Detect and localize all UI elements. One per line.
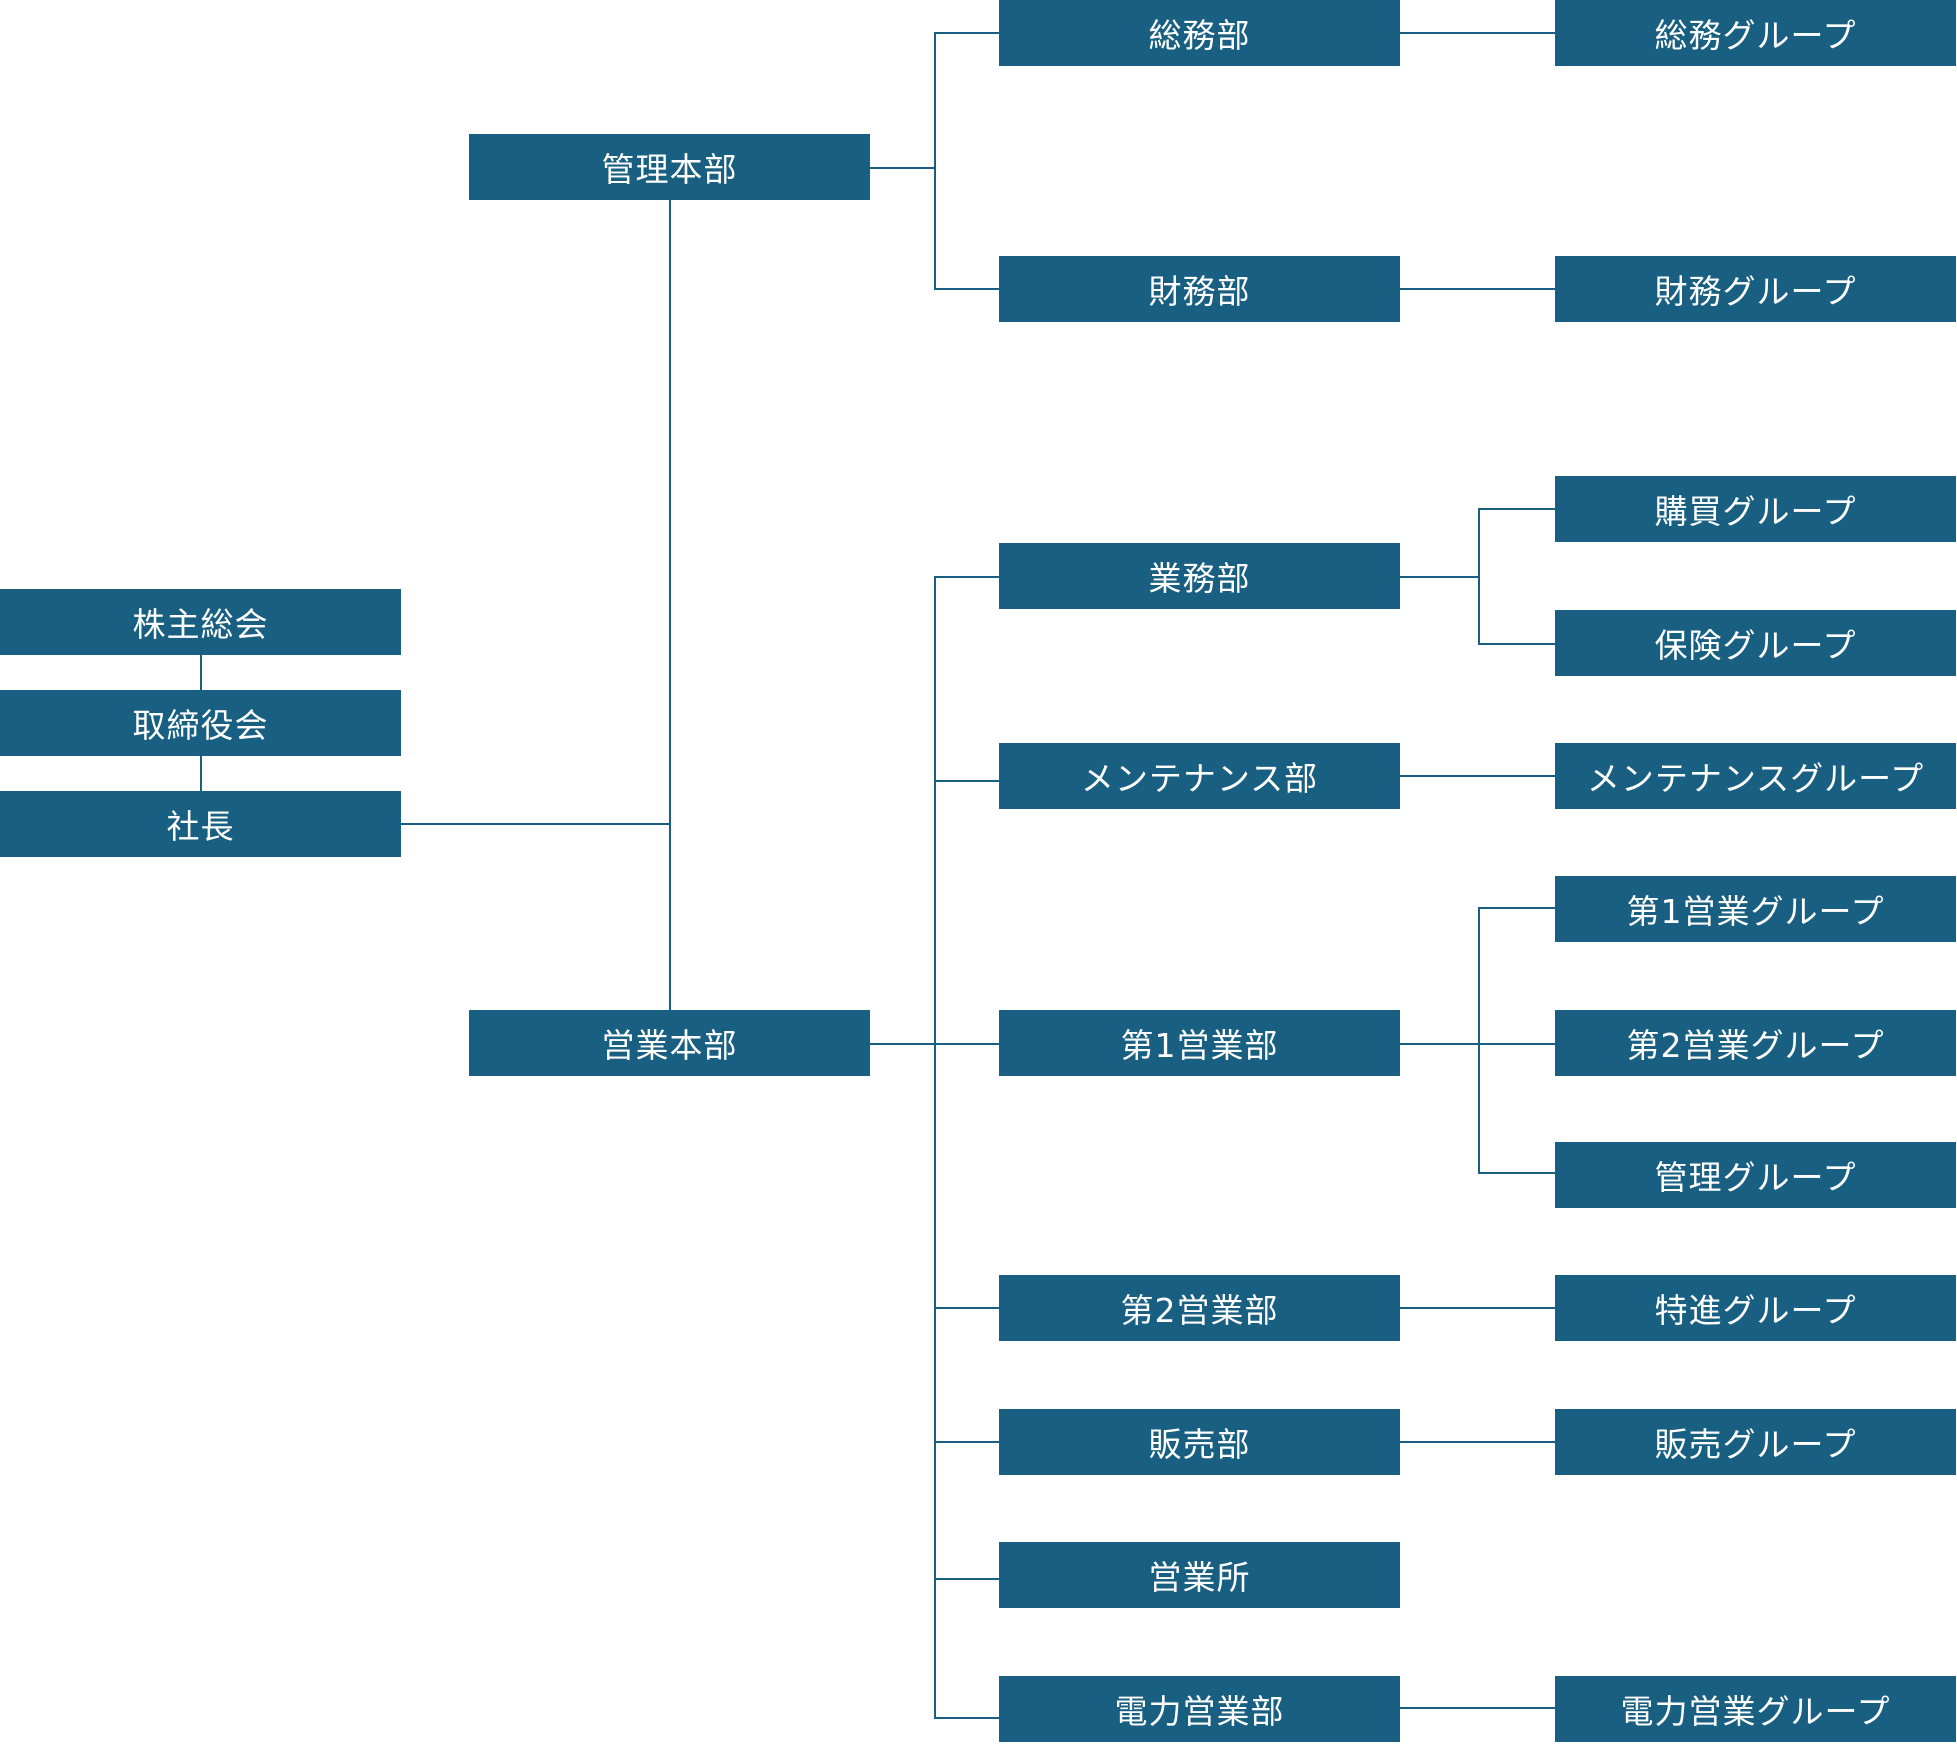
general-affairs-group-box: 総務グループ (1555, 0, 1956, 66)
finance-group-box: 財務グループ (1555, 256, 1956, 322)
power-sales-dept-label: 電力営業部 (1114, 1692, 1285, 1731)
finance-group-label: 財務グループ (1654, 272, 1857, 311)
connector-line (1400, 32, 1556, 34)
connector-line (934, 32, 1000, 34)
shareholders-meeting-box: 株主総会 (0, 589, 401, 655)
management-group-label: 管理グループ (1654, 1158, 1857, 1197)
sales-office-label: 営業所 (1148, 1558, 1251, 1597)
connector-line (934, 576, 936, 1719)
finance-dept-box: 財務部 (999, 256, 1400, 322)
connector-line (934, 32, 936, 290)
power-sales-dept-box: 電力営業部 (999, 1676, 1400, 1742)
connector-line (1478, 907, 1556, 909)
power-sales-group-label: 電力営業グループ (1620, 1692, 1891, 1731)
connector-line (1400, 1707, 1556, 1709)
operations-dept-label: 業務部 (1148, 559, 1251, 598)
board-of-directors-box: 取締役会 (0, 690, 401, 756)
sales-headquarters-label: 営業本部 (601, 1026, 738, 1065)
maintenance-dept-box: メンテナンス部 (999, 743, 1400, 809)
connector-line (1400, 1307, 1556, 1309)
connector-line (1400, 288, 1556, 290)
sales-office-box: 営業所 (999, 1542, 1400, 1608)
connector-line (934, 576, 1000, 578)
connector-line (934, 780, 1000, 782)
insurance-group-box: 保険グループ (1555, 610, 1956, 676)
sales2-group-label: 第2営業グループ (1626, 1026, 1885, 1065)
sales1-group-label: 第1営業グループ (1626, 892, 1885, 931)
admin-headquarters-label: 管理本部 (601, 150, 738, 189)
general-affairs-dept-box: 総務部 (999, 0, 1400, 66)
retail-dept-box: 販売部 (999, 1409, 1400, 1475)
connector-line (934, 288, 1000, 290)
purchasing-group-box: 購買グループ (1555, 476, 1956, 542)
connector-line (934, 1441, 1000, 1443)
connector-line (1478, 907, 1480, 1174)
finance-dept-label: 財務部 (1148, 272, 1251, 311)
connector-line (1478, 508, 1556, 510)
special-group-box: 特進グループ (1555, 1275, 1956, 1341)
general-affairs-dept-label: 総務部 (1148, 16, 1251, 55)
maintenance-dept-label: メンテナンス部 (1080, 759, 1319, 798)
retail-dept-label: 販売部 (1148, 1425, 1251, 1464)
connector-line (934, 1307, 1000, 1309)
connector-line (669, 200, 671, 1012)
sales-headquarters-box: 営業本部 (469, 1010, 870, 1076)
sales2-dept-box: 第2営業部 (999, 1275, 1400, 1341)
management-group-box: 管理グループ (1555, 1142, 1956, 1208)
connector-line (200, 754, 202, 794)
president-box: 社長 (0, 791, 401, 857)
admin-headquarters-box: 管理本部 (469, 134, 870, 200)
sales1-dept-label: 第1営業部 (1120, 1026, 1279, 1065)
connector-line (200, 652, 202, 692)
sales2-dept-label: 第2営業部 (1120, 1291, 1279, 1330)
connector-line (1478, 508, 1480, 645)
purchasing-group-label: 購買グループ (1654, 492, 1857, 531)
general-affairs-group-label: 総務グループ (1654, 16, 1857, 55)
sales2-group-box: 第2営業グループ (1555, 1010, 1956, 1076)
connector-line (401, 823, 670, 825)
maintenance-group-box: メンテナンスグループ (1555, 743, 1956, 809)
maintenance-group-label: メンテナンスグループ (1586, 759, 1925, 798)
insurance-group-label: 保険グループ (1654, 626, 1857, 665)
connector-line (1478, 1172, 1556, 1174)
connector-line (934, 1717, 1000, 1719)
connector-line (934, 1578, 1000, 1580)
power-sales-group-box: 電力営業グループ (1555, 1676, 1956, 1742)
connector-line (1478, 643, 1556, 645)
sales1-group-box: 第1営業グループ (1555, 876, 1956, 942)
board-of-directors-label: 取締役会 (132, 706, 269, 745)
connector-line (1400, 775, 1556, 777)
connector-line (1400, 576, 1479, 578)
president-label: 社長 (166, 807, 235, 846)
retail-group-box: 販売グループ (1555, 1409, 1956, 1475)
connector-line (1400, 1441, 1556, 1443)
connector-line (869, 167, 935, 169)
operations-dept-box: 業務部 (999, 543, 1400, 609)
shareholders-meeting-label: 株主総会 (132, 605, 269, 644)
sales1-dept-box: 第1営業部 (999, 1010, 1400, 1076)
special-group-label: 特進グループ (1654, 1291, 1857, 1330)
retail-group-label: 販売グループ (1654, 1425, 1857, 1464)
